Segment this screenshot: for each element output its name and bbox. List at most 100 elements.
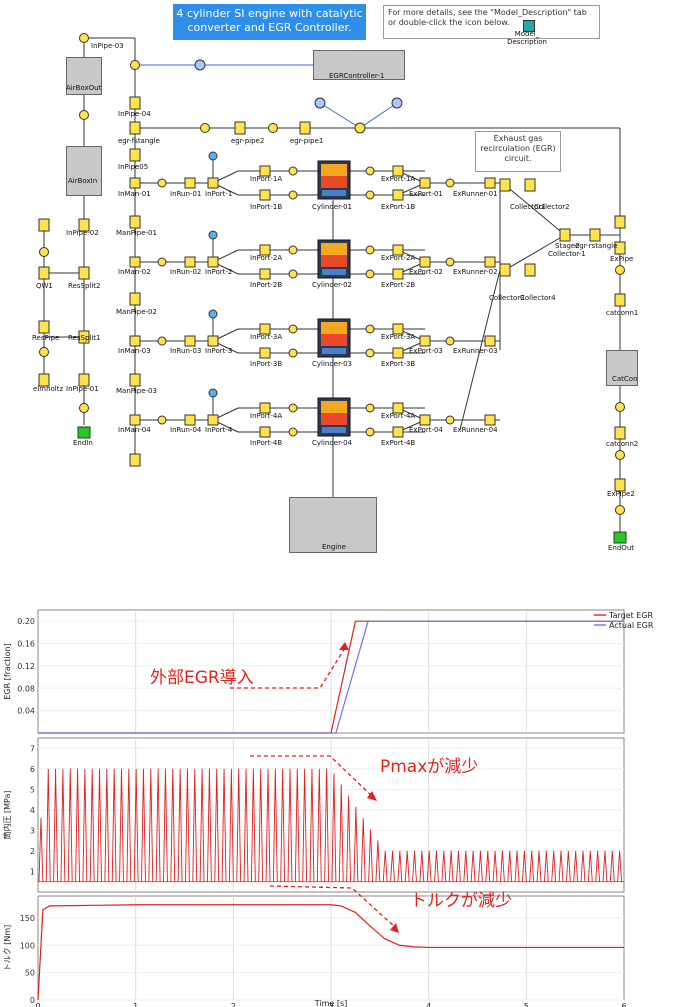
label-exrunner04: ExRunner-04 (453, 426, 498, 434)
pipe-element (207, 177, 219, 189)
y-tick-label: 4 (30, 806, 35, 815)
annotation-pmax: Pmaxが減少 (380, 757, 479, 777)
pressure-trace (38, 768, 623, 882)
pipe-element (614, 215, 626, 229)
flow-node (445, 415, 455, 425)
flow-node (365, 269, 375, 279)
cylinder-2 (317, 239, 351, 279)
egr-controller-block[interactable] (313, 50, 405, 80)
label-egr-controller: EGRController-1 (329, 72, 385, 80)
pipe-element (484, 414, 496, 426)
label-exrunner03: ExRunner-03 (453, 347, 498, 355)
endin-boundary (77, 426, 91, 439)
sensor-1 (194, 59, 206, 71)
pipe-element (392, 347, 404, 359)
airboxout-block[interactable] (66, 57, 102, 95)
label-cyl2: Cylinder-02 (312, 281, 352, 289)
pipe-element (392, 244, 404, 256)
pipe-element (419, 256, 431, 268)
pipe-element (184, 177, 196, 189)
pipe-element (234, 121, 246, 135)
label-inport4b: InPort-4B (250, 439, 283, 447)
pipe-element (184, 256, 196, 268)
label-export2b: ExPort-2B (381, 281, 416, 289)
label-inrun01: InRun-01 (170, 190, 202, 198)
series-1-2 (38, 620, 624, 734)
flow-node (288, 269, 298, 279)
endout-boundary (613, 531, 627, 544)
pipe-element (129, 256, 141, 268)
pipe-element (484, 177, 496, 189)
pipe-element (484, 256, 496, 268)
label-manpipe03: ManPipe-03 (116, 387, 157, 395)
sensor-2 (314, 97, 326, 109)
flow-node (615, 265, 625, 275)
label-cyl4: Cylinder-04 (312, 439, 352, 447)
pipe-element (184, 414, 196, 426)
pipe-element (499, 263, 511, 277)
label-export4a: ExPort-4A (381, 412, 416, 420)
y-axis-label: EGR [fraction] (3, 643, 12, 699)
flow-node (365, 403, 375, 413)
label-catconn1: catconn1 (606, 309, 639, 317)
injector-4 (208, 388, 218, 398)
pipe-element (614, 478, 626, 492)
annotation-arrow-pmax (250, 755, 373, 797)
model-note: For more details, see the "Model_Descrip… (383, 5, 600, 39)
label-inman01: InMan-01 (118, 190, 151, 198)
pipe-element (184, 335, 196, 347)
label-egr-pipe1: egr-pipe1 (290, 137, 324, 145)
label-cyl1: Cylinder-01 (312, 203, 352, 211)
flow-node (130, 60, 140, 70)
pipe-element (259, 323, 271, 335)
pipe-element (78, 330, 90, 344)
label-exrunner01: ExRunner-01 (453, 190, 498, 198)
y-tick-label: 7 (30, 744, 35, 753)
injector-3 (208, 309, 218, 319)
catcon-block[interactable] (606, 350, 638, 386)
model-description-label: Model_ Description (507, 30, 547, 46)
label-egr-pipe2: egr-pipe2 (231, 137, 265, 145)
y-tick-label: 0.04 (17, 707, 35, 716)
cylinder-4 (317, 397, 351, 437)
pipe-element (259, 426, 271, 438)
engine-block[interactable] (289, 497, 377, 553)
y-tick-label: 0 (30, 996, 35, 1005)
label-ressplit1: ResSplit1 (68, 334, 101, 342)
label-collector3: Collector3 (489, 294, 525, 302)
flow-node (288, 324, 298, 334)
label-catcon: CatCon (612, 375, 638, 383)
label-stage2: Stage2 (555, 242, 580, 250)
label-inman04: InMan-04 (118, 426, 151, 434)
label-inpipe04: InPipe-04 (118, 110, 151, 118)
annotation-torque: トルクが減少 (410, 891, 512, 911)
flow-node (288, 427, 298, 437)
label-inpipe05: InPipe05 (118, 163, 149, 171)
flow-node (445, 257, 455, 267)
label-manpipe02: ManPipe-02 (116, 308, 157, 316)
flow-node (365, 190, 375, 200)
label-inpipe03: InPipe-03 (91, 42, 124, 50)
label-export03: ExPort-03 (409, 347, 443, 355)
pipe-element (392, 323, 404, 335)
label-inport1a: InPort-1A (250, 175, 283, 183)
flow-node (288, 245, 298, 255)
label-inport1b: InPort-1B (250, 203, 283, 211)
label-qw1: QW1 (36, 282, 53, 290)
flow-node (365, 166, 375, 176)
annotation-egr: 外部EGR導入 (150, 668, 254, 688)
label-export3a: ExPort-3A (381, 333, 416, 341)
legend-label: Target EGR (608, 611, 654, 620)
legend-label: Actual EGR (609, 621, 654, 630)
pipe-element (259, 347, 271, 359)
label-inport2b: InPort-2B (250, 281, 283, 289)
model-description-icon[interactable] (515, 20, 543, 34)
label-inport4a: InPort-4A (250, 412, 283, 420)
pipe-element (38, 218, 50, 232)
pipe-element (129, 292, 141, 306)
airboxin-block[interactable] (66, 146, 102, 196)
flow-node (157, 178, 167, 188)
annotation-arrow-torque (269, 885, 397, 929)
label-inrun04: InRun-04 (170, 426, 202, 434)
